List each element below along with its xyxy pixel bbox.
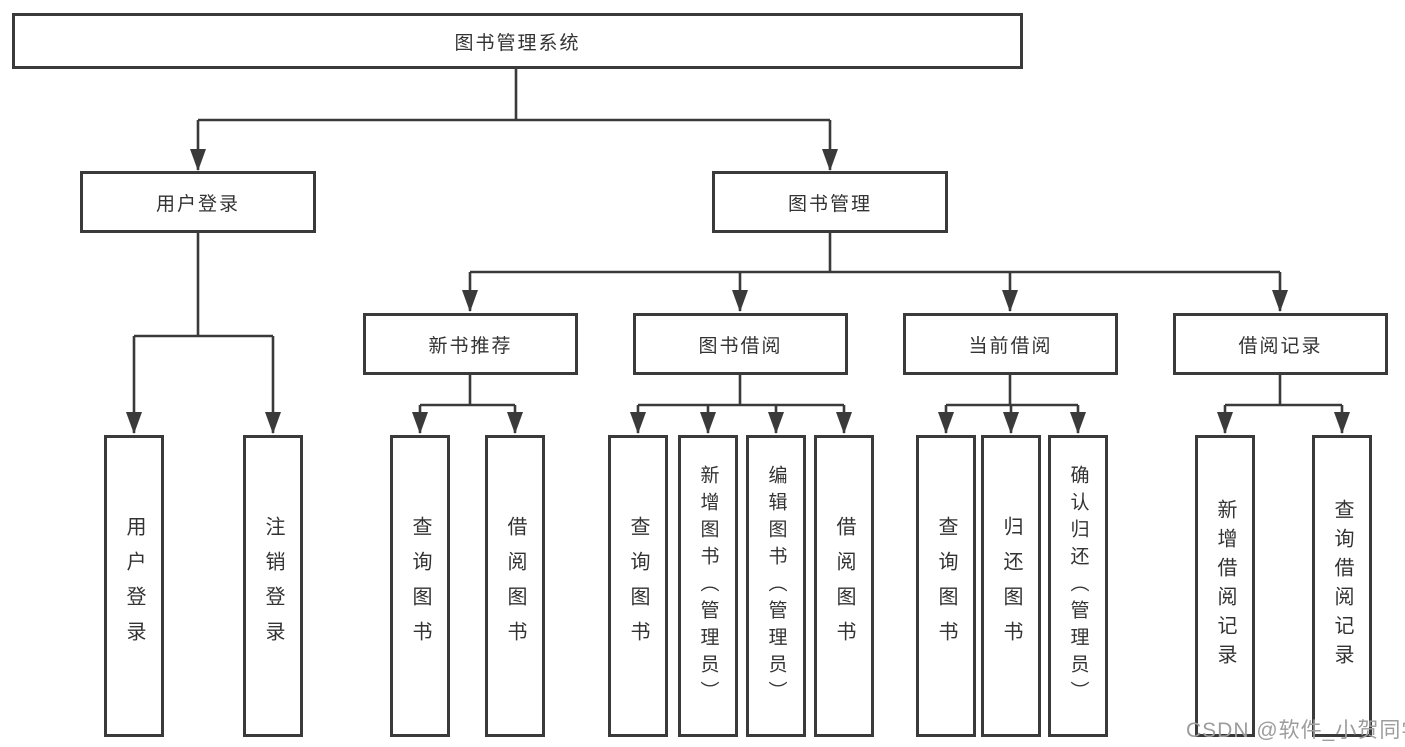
node-label: 查询图书 [627,516,649,656]
node-label: 新增图书（管理员） [697,464,719,708]
node-label: 用户登录 [155,193,240,215]
node-user-login-branch: 用户登录 [80,171,316,233]
node-current-borrowing: 当前借阅 [903,313,1118,375]
connector-arrows [126,120,1350,434]
node-add-borrow-record: 新增借阅记录 [1195,435,1255,737]
csdn-watermark: CSDN @软件_小贺同学 [1186,719,1405,742]
node-query-borrow-record: 查询借阅记录 [1312,435,1372,737]
node-label: 查询图书 [409,516,431,656]
node-logout: 注销登录 [243,435,303,737]
node-query-books-current: 查询图书 [916,435,976,737]
node-label: 借阅图书 [504,516,526,656]
node-label: 图书借阅 [698,335,783,357]
node-confirm-return-admin: 确认归还（管理员） [1048,435,1108,737]
node-label: 图书管理系统 [454,32,581,54]
node-borrow-books: 借阅图书 [814,435,874,737]
node-borrow-books-recommend: 借阅图书 [485,435,545,737]
node-book-borrowing: 图书借阅 [633,313,848,375]
node-add-book-admin: 新增图书（管理员） [678,435,738,737]
node-label: 新书推荐 [428,335,513,357]
node-label: 新增借阅记录 [1214,499,1236,673]
node-label: 归还图书 [1000,516,1022,656]
node-label: 当前借阅 [968,335,1053,357]
node-user-login: 用户登录 [104,435,164,737]
node-label: 注销登录 [262,516,284,656]
node-book-management-branch: 图书管理 [712,171,948,233]
node-label: 编辑图书（管理员） [765,464,787,708]
node-library-management-system: 图书管理系统 [12,13,1023,69]
node-label: 确认归还（管理员） [1067,464,1089,708]
node-label: 查询图书 [935,516,957,656]
node-new-book-recommendation: 新书推荐 [363,313,578,375]
node-label: 用户登录 [123,516,145,656]
node-query-books-recommend: 查询图书 [390,435,450,737]
node-borrowing-records: 借阅记录 [1173,313,1388,375]
node-edit-book-admin: 编辑图书（管理员） [746,435,806,737]
node-label: 图书管理 [787,193,872,215]
node-label: 借阅记录 [1238,335,1323,357]
node-label: 借阅图书 [833,516,855,656]
node-return-books: 归还图书 [981,435,1041,737]
node-query-books-borrowing: 查询图书 [608,435,668,737]
node-label: 查询借阅记录 [1331,499,1353,673]
